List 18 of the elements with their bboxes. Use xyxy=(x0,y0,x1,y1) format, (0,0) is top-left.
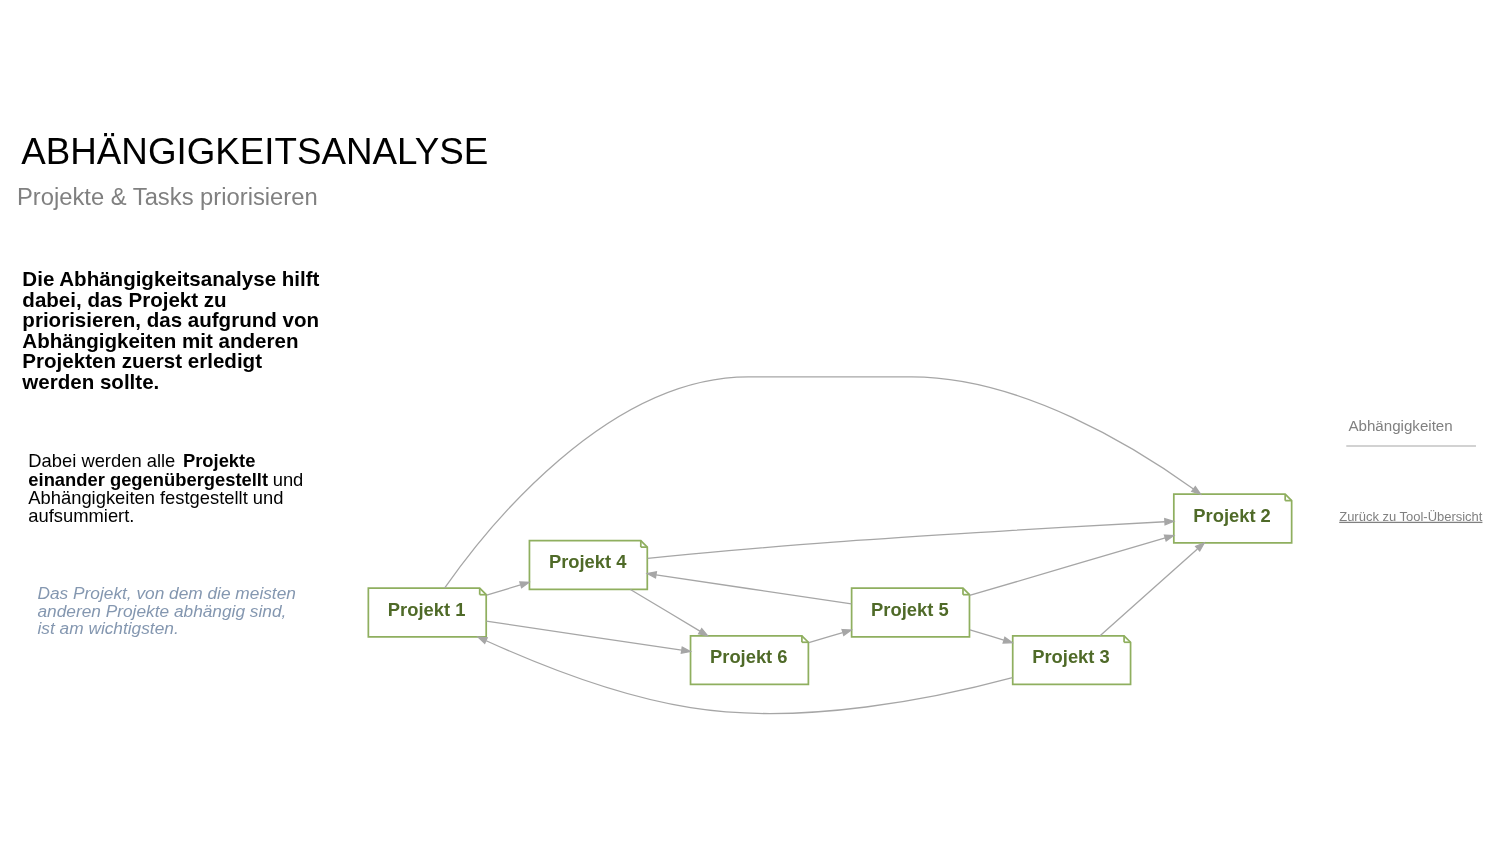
arrow xyxy=(968,534,1176,597)
label: Das Projekt, von dem die meisten anderen Projekte abhängig sind, ist am wichtigsten. xyxy=(37,583,296,638)
arrow xyxy=(443,376,1203,589)
arrow xyxy=(645,571,853,605)
arrow xyxy=(1099,541,1206,637)
arrow xyxy=(969,629,1015,644)
label: Die Abhängigkeitsanalyse hilft dabei, das Projekt zu priorisieren, das aufgrund von Abhängigkeiten mit anderen Projekten zuerst erledigt werden sollte. xyxy=(22,267,320,393)
legend-label: Abhängigkeiten xyxy=(1348,417,1453,435)
arrow xyxy=(808,628,854,644)
label: Zurück zu Tool-Übersicht xyxy=(1339,508,1483,524)
label: Projekte & Tasks priorisieren xyxy=(16,182,318,210)
diagram-title: ABHÄNGIGKEITSANALYSE xyxy=(21,131,489,173)
arrow xyxy=(485,620,693,654)
label: Dabei werden alle Projekte einander gegenübergestellt und Abhängigkeiten festgestellt und aufsummiert. xyxy=(28,450,304,527)
arrow xyxy=(476,636,1014,715)
arrow xyxy=(629,588,710,637)
arrow xyxy=(486,581,531,596)
arrow xyxy=(647,517,1176,560)
